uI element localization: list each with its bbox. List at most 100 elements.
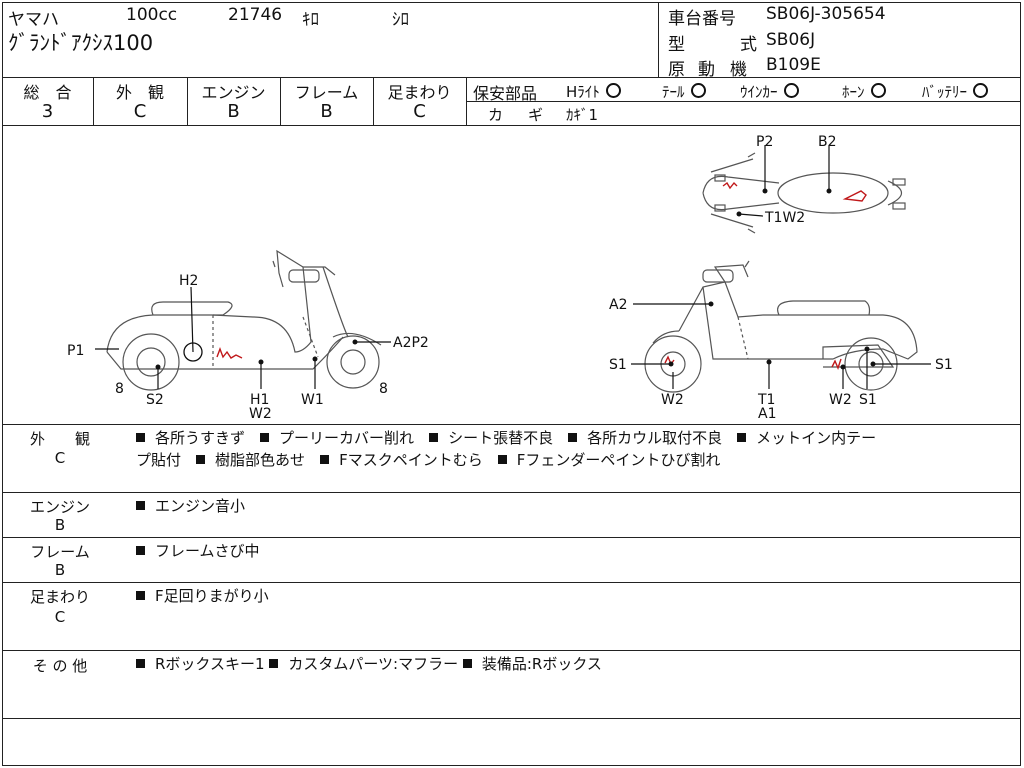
safety-horn: ﾎｰﾝ <box>842 81 886 102</box>
comment: カスタムパーツ:マフラー <box>288 655 459 673</box>
damage-diagram: P2 B2 T1W2 H2 P1 A2P2 8 8 S2 H1 W2 W1 <box>67 134 953 422</box>
mileage-unit: ｷﾛ <box>302 10 319 30</box>
grade-exterior-value: C <box>133 101 147 122</box>
damage-point <box>870 361 876 367</box>
comment: プ貼付 <box>136 451 182 469</box>
damage-point <box>864 346 870 352</box>
label-right-a1: A1 <box>758 406 776 422</box>
label-right-s1a: S1 <box>609 357 627 373</box>
bullet-icon <box>260 433 270 442</box>
bullet-icon <box>196 455 206 464</box>
damage-mark <box>722 181 738 190</box>
model-name: ｸﾞﾗﾝﾄﾞｱｸｼｽ100 <box>8 31 154 55</box>
safety-label: 保安部品 <box>473 84 538 103</box>
grade-frame-value: B <box>320 101 333 122</box>
section-frame-grade: B <box>54 561 66 579</box>
damage-point <box>708 301 714 307</box>
label-right-s1b: S1 <box>935 357 953 373</box>
grid-line <box>2 77 1021 78</box>
section-other-label: そ の 他 <box>32 657 88 675</box>
damage-point <box>668 361 674 367</box>
top-leaders <box>738 145 830 217</box>
section-exterior-grade: C <box>54 449 66 467</box>
grade-overall-label: 総 合 <box>23 83 72 102</box>
key-value: ｶｷﾞ1 <box>566 106 599 124</box>
grid-line <box>2 125 1021 126</box>
label-top-b2: B2 <box>818 134 837 150</box>
damage-point <box>736 211 742 217</box>
comment: フレームさび中 <box>155 542 260 560</box>
frame-no-label: 車台番号 <box>668 9 736 29</box>
damage-point <box>352 339 358 345</box>
right-leaders <box>631 303 931 389</box>
safety-battery-label: ﾊﾞｯﾃﾘｰ <box>922 83 968 101</box>
grid-line <box>187 77 188 125</box>
grid-line <box>2 492 1021 493</box>
comment: Fフェンダーペイントひび割れ <box>516 451 721 469</box>
label-left-h1: H1 <box>250 392 269 408</box>
safety-headlight: Hﾗｲﾄ <box>566 81 621 102</box>
bullet-icon <box>269 659 279 668</box>
section-suspension-label: 足まわり <box>29 588 90 606</box>
comment: F足回りまがり小 <box>155 587 269 605</box>
label-left-8a: 8 <box>115 381 124 397</box>
bullet-icon <box>462 659 472 668</box>
section-exterior-line-1: 各所うすきず プーリーカバー削れ シート張替不良 各所カウル取付不良 メットイン… <box>136 427 876 449</box>
type-label-1: 型 <box>668 35 685 55</box>
bullet-icon <box>136 433 145 442</box>
scooter-top-view <box>702 152 906 234</box>
grid-line <box>280 77 281 125</box>
engine-label-2: 動 <box>698 60 715 80</box>
bullet-icon <box>737 433 747 442</box>
ok-circle-icon <box>870 83 886 98</box>
comment: 各所うすきず <box>155 429 246 447</box>
comment: 樹脂部色あせ <box>215 451 306 469</box>
comment: プーリーカバー削れ <box>279 429 415 447</box>
ok-circle-icon <box>973 83 989 98</box>
key-label-2: ギ <box>528 106 544 124</box>
safety-battery: ﾊﾞｯﾃﾘｰ <box>922 81 989 102</box>
ok-circle-icon <box>690 83 706 98</box>
damage-point <box>762 188 768 194</box>
safety-tail-label: ﾃｰﾙ <box>662 83 685 101</box>
bullet-icon <box>429 433 439 442</box>
bullet-icon <box>136 659 145 668</box>
grid-line <box>93 77 94 125</box>
section-other-line: Rボックスキー1 カスタムパーツ:マフラー 装備品:Rボックス <box>136 653 602 675</box>
grid-line <box>466 101 1021 102</box>
damage-point <box>826 188 832 194</box>
label-right-t1: T1 <box>757 392 775 408</box>
comment: Rボックスキー1 <box>155 655 265 673</box>
section-suspension-line: F足回りまがり小 <box>136 585 269 607</box>
section-engine-label: エンジン <box>29 498 90 516</box>
grid-line <box>2 537 1021 538</box>
comment: Fマスクペイントむら <box>339 451 483 469</box>
label-top-p2: P2 <box>756 134 773 150</box>
section-frame-label: フレーム <box>30 543 90 561</box>
grade-suspension-value: C <box>413 101 426 122</box>
bullet-icon <box>136 591 145 600</box>
damage-mark <box>216 347 243 359</box>
frame-no: SB06J-305654 <box>766 4 886 24</box>
label-right-w2a: W2 <box>661 392 684 408</box>
damage-point <box>840 364 846 370</box>
section-engine-line: エンジン音小 <box>136 495 245 517</box>
ok-circle-icon <box>605 83 621 98</box>
grade-overall-value: 3 <box>41 101 54 122</box>
label-right-s1c: S1 <box>859 392 877 408</box>
comment: 装備品:Rボックス <box>481 655 602 673</box>
safety-tail: ﾃｰﾙ <box>662 81 706 102</box>
scooter-left-view <box>106 249 382 391</box>
section-engine-grade: B <box>54 516 66 534</box>
section-suspension-grade: C <box>54 608 66 626</box>
comment: シート張替不良 <box>448 429 554 447</box>
grid-line <box>2 650 1021 651</box>
color: ｼﾛ <box>392 10 409 30</box>
label-left-p1: P1 <box>67 343 84 359</box>
damage-point <box>766 359 772 365</box>
grid-line <box>2 424 1021 425</box>
bullet-icon <box>136 501 145 510</box>
damage-point <box>312 356 318 362</box>
safety-winker-label: ｳｲﾝｶｰ <box>740 83 778 101</box>
